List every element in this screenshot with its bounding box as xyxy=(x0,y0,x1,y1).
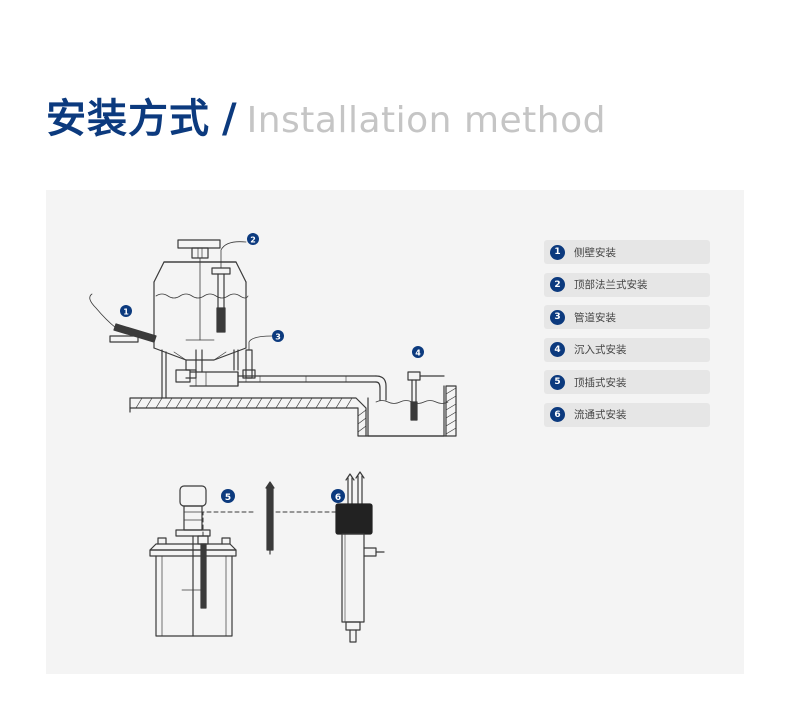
probe-side-wall xyxy=(89,293,157,343)
legend-number-badge: 5 xyxy=(550,374,565,390)
storage-tank xyxy=(153,239,249,399)
installation-methods-legend: 1 侧壁安装 2 顶部法兰式安装 3 管道安装 4 沉入式安装 5 顶插式安装 … xyxy=(544,240,710,435)
marker-1 xyxy=(120,305,132,317)
page-heading: 安装方式 / Installation method xyxy=(46,86,606,144)
legend-item-submersion: 4 沉入式安装 xyxy=(544,337,710,362)
reactor-vessel xyxy=(149,485,237,637)
legend-item-top-insert: 5 顶插式安装 xyxy=(544,370,710,394)
flow-cell xyxy=(335,471,385,643)
legend-label: 侧壁安装 xyxy=(574,246,616,259)
floor-ground xyxy=(129,385,457,437)
marker-4-label: 4 xyxy=(415,349,421,358)
page-title-cn: 安装方式 xyxy=(46,96,210,142)
probe-top-flange xyxy=(211,241,247,333)
marker-3 xyxy=(272,330,284,342)
page-title-en: Installation method xyxy=(246,100,606,141)
legend-item-side-wall: 1 侧壁安装 xyxy=(544,240,710,264)
legend-number-badge: 3 xyxy=(550,309,565,325)
marker-4 xyxy=(412,346,424,358)
legend-label: 顶部法兰式安装 xyxy=(574,279,648,291)
legend-number-badge: 6 xyxy=(550,407,565,422)
pipeline xyxy=(175,349,387,401)
legend-item-top-flange: 2 顶部法兰式安装 xyxy=(544,272,710,297)
legend-item-flow-through: 6 流通式安装 xyxy=(544,402,710,427)
legend-label: 流通式安装 xyxy=(574,409,627,421)
marker-3-label: 3 xyxy=(275,333,281,342)
standalone-probe xyxy=(265,481,339,555)
open-channel xyxy=(367,371,449,437)
marker-2-label: 2 xyxy=(250,236,256,245)
legend-number-badge: 4 xyxy=(550,342,565,357)
installation-diagram: 2 1 3 xyxy=(89,233,457,643)
installation-panel: 2 1 3 xyxy=(46,190,744,674)
title-separator: / xyxy=(222,96,237,142)
legend-number-badge: 1 xyxy=(550,244,565,260)
probe-top-insert xyxy=(197,511,257,609)
marker-5 xyxy=(221,489,235,503)
marker-6-label: 6 xyxy=(335,493,341,503)
legend-label: 沉入式安装 xyxy=(574,344,627,356)
probe-pipeline xyxy=(242,335,273,379)
marker-5-label: 5 xyxy=(225,493,231,503)
legend-label: 管道安装 xyxy=(574,311,616,324)
marker-2 xyxy=(247,233,259,245)
marker-6 xyxy=(331,489,345,503)
marker-1-label: 1 xyxy=(123,308,129,317)
legend-label: 顶插式安装 xyxy=(574,376,627,389)
legend-item-pipeline: 3 管道安装 xyxy=(544,305,710,329)
legend-number-badge: 2 xyxy=(550,277,565,292)
